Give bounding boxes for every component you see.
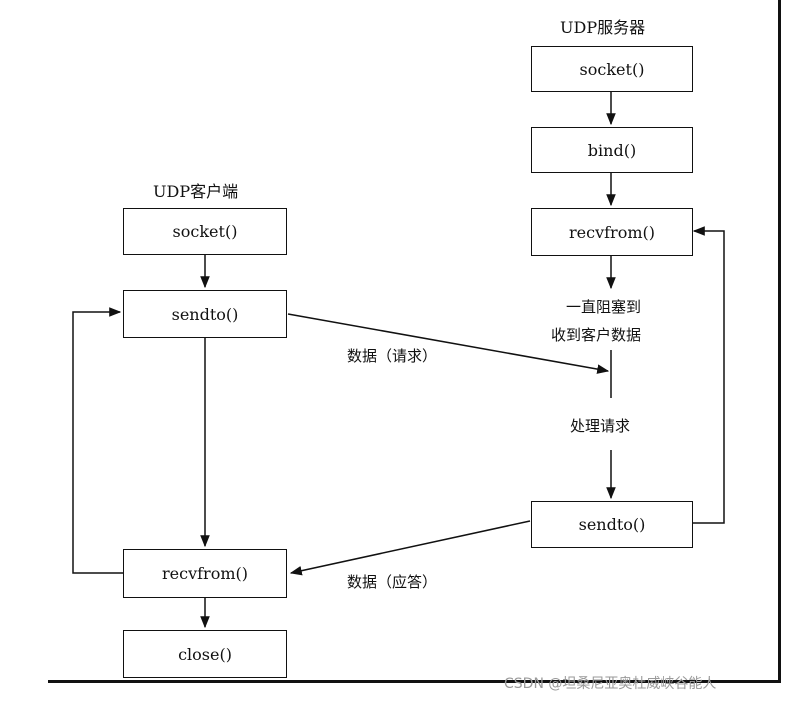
- request-data-label: 数据（请求）: [347, 347, 438, 365]
- arrow-reply-data: [289, 520, 531, 576]
- server-blocking-note-line2: 收到客户数据: [551, 326, 642, 344]
- client-recvfrom-box: recvfrom(): [123, 549, 287, 598]
- arrow-server-loop-back: [692, 226, 725, 524]
- server-process-note: 处理请求: [570, 417, 631, 435]
- arrow-client-loop-back: [72, 307, 123, 574]
- client-heading: UDP客户端: [153, 182, 239, 201]
- server-bind-box: bind(): [531, 127, 693, 173]
- server-socket-box: socket(): [531, 46, 693, 92]
- client-sendto-box: sendto(): [123, 290, 287, 338]
- arrow-request-data: [287, 313, 610, 374]
- client-socket-box: socket(): [123, 208, 287, 255]
- right-border-line: [778, 0, 781, 683]
- bottom-border-line: [48, 680, 781, 683]
- client-close-box: close(): [123, 630, 287, 678]
- server-sendto-box: sendto(): [531, 501, 693, 548]
- reply-data-label: 数据（应答）: [347, 573, 438, 591]
- server-heading: UDP服务器: [560, 18, 646, 37]
- server-recvfrom-box: recvfrom(): [531, 208, 693, 256]
- server-blocking-note-line1: 一直阻塞到: [566, 298, 642, 316]
- watermark-text: CSDN @坦桑尼亚奥杜威峡谷能人: [504, 676, 717, 692]
